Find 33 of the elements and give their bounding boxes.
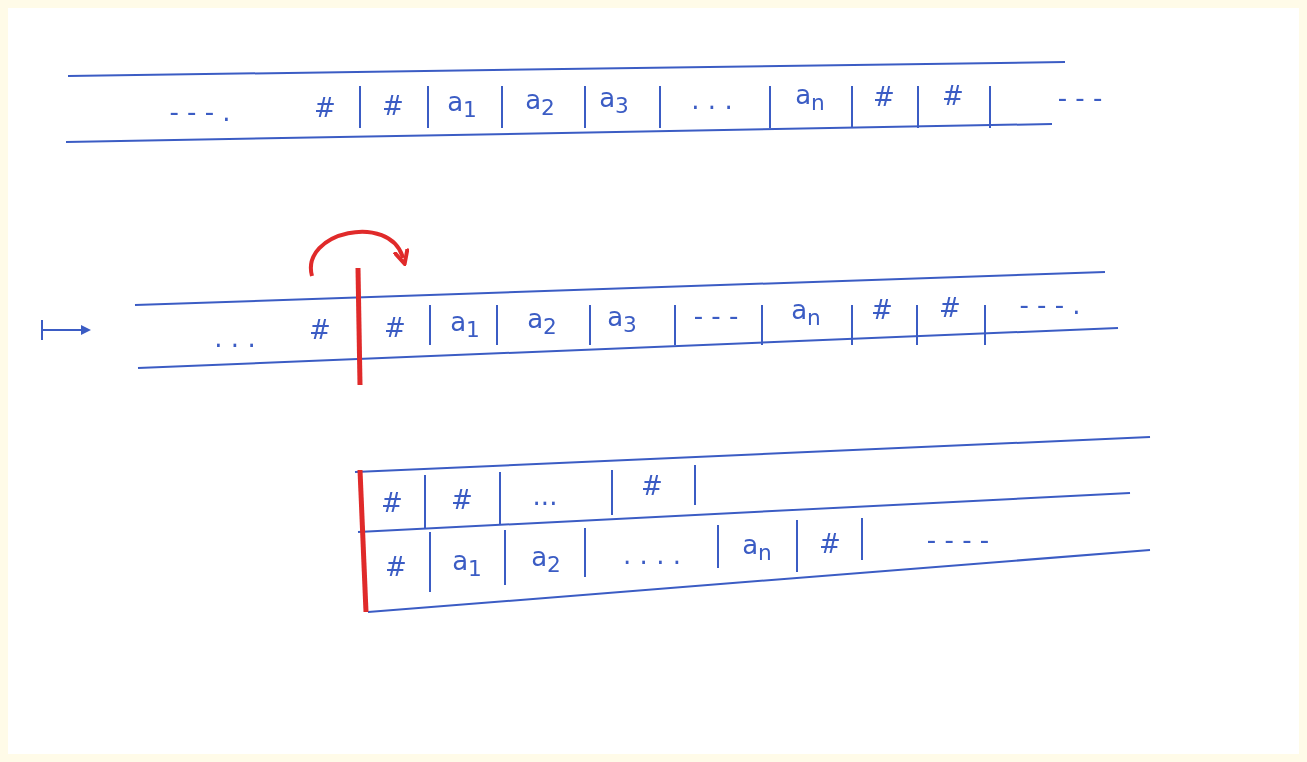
cell-symbol: #	[942, 83, 964, 109]
dots: - - - .	[169, 99, 231, 125]
dots: - - -	[693, 303, 739, 329]
dots: - - -	[1057, 85, 1103, 111]
cell-symbol: #	[873, 84, 895, 110]
cell-symbol: #	[381, 490, 403, 516]
cell-symbol: a$_{n}$	[795, 82, 825, 114]
dots: - - - .	[1019, 292, 1081, 318]
dots: . . .	[214, 325, 256, 351]
cell-symbol: #	[385, 554, 407, 580]
cell-symbol: a$_{2}$	[527, 306, 557, 338]
cell-symbol: a$_{1}$	[452, 548, 482, 580]
dots: ...	[532, 483, 558, 509]
dots: - - - -	[926, 527, 990, 553]
cell-symbol: a$_{1}$	[447, 89, 477, 121]
cell-symbol: #	[384, 315, 406, 341]
cell-symbol: #	[451, 487, 473, 513]
cell-symbol: #	[309, 317, 331, 343]
cell-symbol: #	[939, 295, 961, 321]
cell-symbol: #	[641, 473, 663, 499]
cell-symbol: #	[871, 297, 893, 323]
cell-symbol: #	[819, 531, 841, 557]
cell-symbol: a$_{n}$	[791, 297, 821, 329]
cell-symbol: a$_{2}$	[525, 87, 555, 119]
cell-symbol: a$_{3}$	[599, 85, 629, 117]
cell-symbol: a$_{n}$	[742, 532, 772, 564]
cell-symbol: a$_{3}$	[607, 304, 637, 336]
cell-symbol: #	[382, 93, 404, 119]
dots: . . .	[691, 87, 733, 113]
cell-symbol: #	[314, 95, 336, 121]
cell-symbol: a$_{2}$	[531, 544, 561, 576]
dots: . . . .	[623, 542, 681, 568]
cell-symbol: a$_{1}$	[450, 309, 480, 341]
